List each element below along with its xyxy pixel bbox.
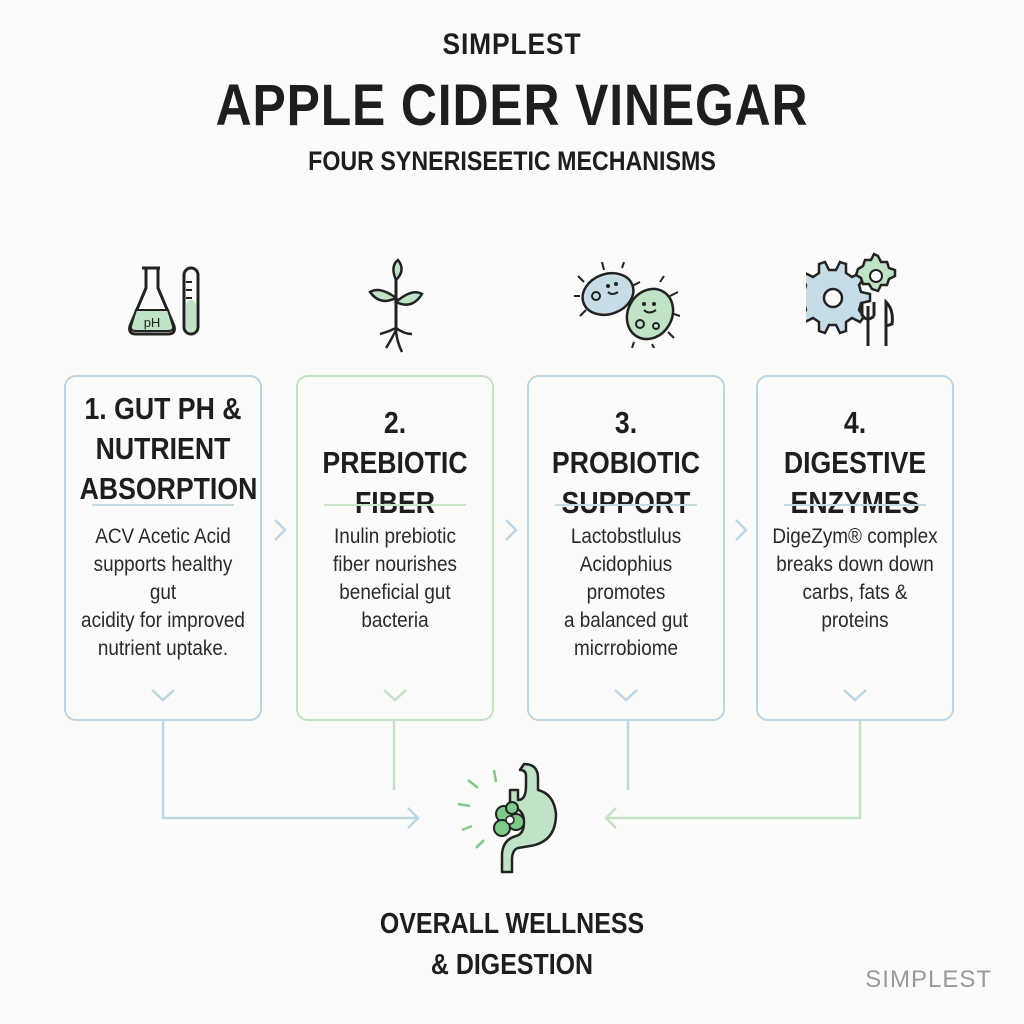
connector-card4	[606, 721, 862, 820]
bacteria-icon	[574, 262, 680, 348]
lab-flask-test-tube-icon: pH	[126, 264, 208, 340]
chevron-right-icon	[505, 519, 518, 541]
outcome-label: OVERALL WELLNESS & DIGESTION	[379, 908, 645, 981]
card-divider	[784, 504, 926, 506]
chevron-right-icon	[735, 519, 748, 541]
chevron-down-icon	[383, 689, 407, 702]
brand-top: SIMPLEST	[442, 28, 582, 61]
sprouting-plant-icon	[366, 258, 426, 358]
page-title: APPLE CIDER VINEGAR	[215, 73, 809, 138]
connector-card1	[161, 721, 418, 820]
card-divider	[324, 504, 466, 506]
arrowhead-card1	[407, 807, 420, 829]
chevron-down-icon	[151, 689, 175, 702]
card-divider	[555, 504, 697, 506]
arrowhead-card4	[604, 807, 617, 829]
flask-ph-label: pH	[144, 315, 161, 330]
chevron-down-icon	[614, 689, 638, 702]
card-divider	[92, 504, 234, 506]
chevron-right-icon	[274, 519, 287, 541]
chevron-down-icon	[843, 689, 867, 702]
stomach-glow-icon	[454, 756, 570, 876]
page-subtitle: FOUR SYNERISEETIC MECHANISMS	[308, 146, 716, 176]
brand-watermark: SIMPLEST	[865, 966, 992, 993]
gears-fork-knife-icon	[806, 252, 900, 350]
